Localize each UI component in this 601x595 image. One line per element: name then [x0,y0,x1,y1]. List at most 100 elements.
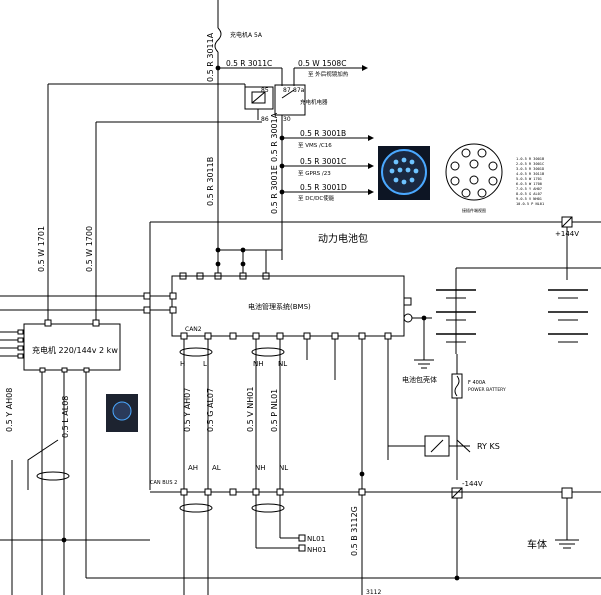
shield-mark [27,439,59,490]
body-ground-label: 车体 [527,538,547,551]
bms-sense-point [403,313,413,323]
connector-pin [143,306,151,314]
terminal-nl01 [298,534,306,542]
arrow-1508c [362,65,368,71]
pin-list-item: 9-0.5 V NH01 [516,197,542,201]
bms-pin [384,332,392,340]
nl01-term-label: NL01 [307,535,325,543]
arrow-3001d [368,189,374,195]
l-label: L [203,360,207,368]
battery-pack-label: 动力电池包 [318,232,368,245]
wire-3001d-sub: 至 DC/DC使能 [298,194,335,202]
wire-3001d-label: 0.5 R 3001D [300,183,347,192]
wire-3011b-label: 0.5 R 3011B [206,157,215,206]
connector-end-pins [450,148,498,198]
splice-node [215,261,221,267]
wire-3011a-left-label: 0.5 R 3011A [206,32,215,82]
splice-node [215,247,221,253]
relay-frame [274,84,306,116]
connector-caption: 接插件端视图 [462,207,486,213]
pin-list-item: 8-0.5 G AL07 [516,192,542,196]
nl-label: NL [278,360,287,368]
wire-al08-label: 0.5 L AL08 [61,396,70,438]
wire-nh01-label: 0.5 V NH01 [246,387,255,432]
relay-coil-mark [251,91,266,104]
charger-label: 充电机 220/144v 2 kw [32,345,118,355]
bms-pin-nh [252,332,260,340]
nl-b-label: NL [279,464,288,472]
splice-node [61,537,67,543]
charger-pin [44,319,52,327]
wire-1508c-label: 0.5 W 1508C [298,59,346,68]
wire-1508c-sub: 至 外后视镜加热 [308,70,349,78]
twisted-pair-ahal [179,503,213,513]
wire-3011c-label: 0.5 R 3011C [226,59,272,68]
battery-cells-left [436,267,601,354]
pin-list-item: 7-0.5 Y AH07 [516,187,542,191]
charger-left-pins [17,329,24,359]
wire-ah07-label: 0.5 Y AH07 [183,388,192,432]
connector-pin [169,292,177,300]
wire-3112g-label: 0.5 B 3112G [350,506,359,556]
connector-pin [169,306,177,314]
twisted-pair-hl [179,347,213,357]
terminal-bottom-right [561,487,573,499]
nh-label: NH [253,360,264,368]
bms-pin [358,332,366,340]
relay-pin87a: 87a [293,87,305,94]
connector-end-view [445,143,503,201]
terminal-minus144-mark [451,487,463,499]
relay-pin30: 30 [283,116,291,123]
splice-node [240,261,246,267]
pin-list-item: 3-0.5 R 3001D [516,167,544,171]
relay-name: 充电机电器 [300,98,328,106]
main-fuse-sub: POWER BATTERY [468,387,506,393]
main-fuse-element [454,375,460,397]
pin-list-item: 5-0.5 W 1701 [516,177,542,181]
bms-pin-nl [276,332,284,340]
connector-photo-pins [389,157,419,185]
pin-list-item: 6-0.5 W 1700 [516,182,542,186]
al-label: AL [212,464,221,472]
can2-label: CAN2 [185,326,202,333]
bms-right-pin [403,297,412,306]
main-fuse-label: F 400A [468,380,486,386]
wire-3001b-label: 0.5 R 3001B [300,129,346,138]
relay-pin86: 86 [261,116,269,123]
pin-list-item: 1-0.5 R 3001B [516,157,544,161]
ryks-switch [456,439,471,453]
wire-1700-label: 0.5 W 1700 [85,226,94,272]
wire-3001b-sub: 至 VMS /C16 [298,142,332,149]
twisted-pair-charger [36,471,70,481]
arrow-3001c [368,163,374,169]
bms-pin [229,332,237,340]
bms-box [171,275,405,337]
wire-3001c-label: 0.5 R 3001C [300,157,346,166]
bms-pin [303,332,311,340]
nh01-term-label: NH01 [307,546,326,554]
minus144-label: -144V [462,480,483,488]
bms-pin-l [204,332,212,340]
twisted-pair-nhnl [251,347,285,357]
relay-switch [281,89,295,99]
terminal-nh01 [298,544,306,552]
nh-b-label: NH [255,464,266,472]
h-label: H [180,360,185,368]
bms-pin [331,332,339,340]
pin-list-item: 10-0.5 P NL01 [516,202,544,206]
pin-list-item: 4-0.5 R 3011B [516,172,544,176]
can-bus-pins [180,488,366,496]
wire-3001e-label: 0.5 R 3001E [270,165,279,214]
bms-pin-h [180,332,188,340]
fuse-top-label: 充电机A 5A [230,31,263,39]
ryks-coil-mark [430,439,444,453]
wire-nl01-label: 0.5 P NL01 [270,389,279,432]
battery-cells-right [548,289,588,343]
arrow-3001b [368,135,374,141]
connector-pin [143,292,151,300]
ryks-label: RY KS [477,442,500,451]
connector-pin-list: 1-0.5 R 3001B 2-0.5 R 3001C 3-0.5 R 3001… [516,157,544,206]
connector-photo-face [381,149,427,195]
ah-label: AH [188,464,198,472]
